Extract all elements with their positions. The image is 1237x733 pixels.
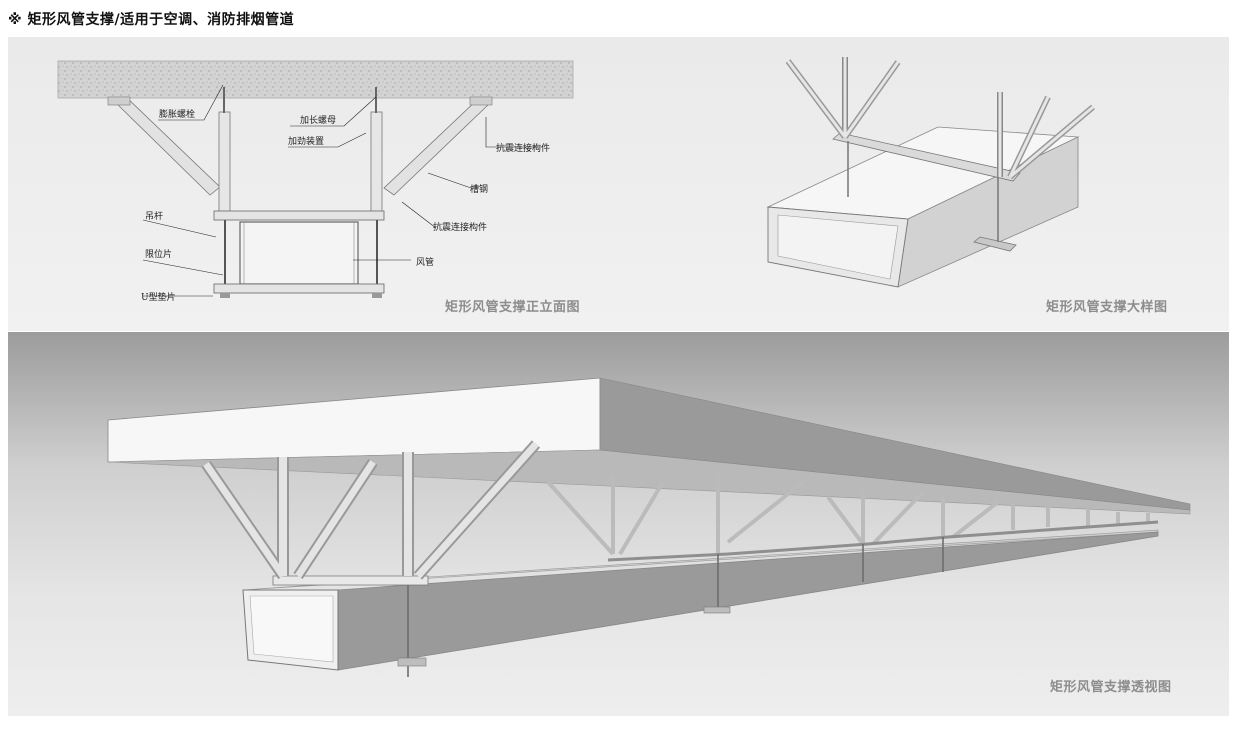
label-seismic-connector-bottom: 抗震连接构件 — [433, 223, 488, 233]
left-vertical-channel — [218, 111, 231, 213]
label-expansion-bolt: 膨胀螺栓 — [159, 110, 196, 120]
bottom-panel: 矩形风管支撑透视图 — [8, 332, 1229, 716]
top-panel: 膨胀螺栓 加长螺母 加劲装置 抗震连接构件 槽钢 抗震连接构件 吊杆 限位片 风… — [8, 37, 1229, 331]
caption-elevation: 矩形风管支撑正立面图 — [445, 300, 581, 315]
elevation-drawing — [57, 60, 574, 298]
right-diagonal-brace — [383, 98, 489, 196]
label-duct: 风管 — [416, 258, 435, 268]
detail-drawing — [766, 57, 1095, 288]
label-limit-plate: 限位片 — [145, 250, 173, 260]
duct-section — [239, 221, 359, 285]
page-title: ※ 矩形风管支撑/适用于空调、消防排烟管道 — [8, 12, 295, 28]
caption-detail: 矩形风管支撑大样图 — [1046, 300, 1168, 315]
perspective-drawing — [107, 377, 1191, 677]
label-stiffener: 加劲装置 — [288, 137, 325, 147]
caption-perspective: 矩形风管支撑透视图 — [1050, 680, 1172, 695]
concrete-slab — [57, 60, 574, 99]
label-u-washer: U型垫片 — [141, 293, 176, 303]
upper-crossbar — [213, 210, 385, 221]
label-extended-nut: 加长螺母 — [300, 116, 337, 126]
label-channel-steel: 槽钢 — [470, 185, 489, 195]
label-seismic-connector-top: 抗震连接构件 — [496, 144, 551, 154]
right-vertical-channel — [370, 111, 383, 213]
label-hanger-rod: 吊杆 — [145, 212, 164, 222]
lower-crossbar — [213, 283, 385, 294]
